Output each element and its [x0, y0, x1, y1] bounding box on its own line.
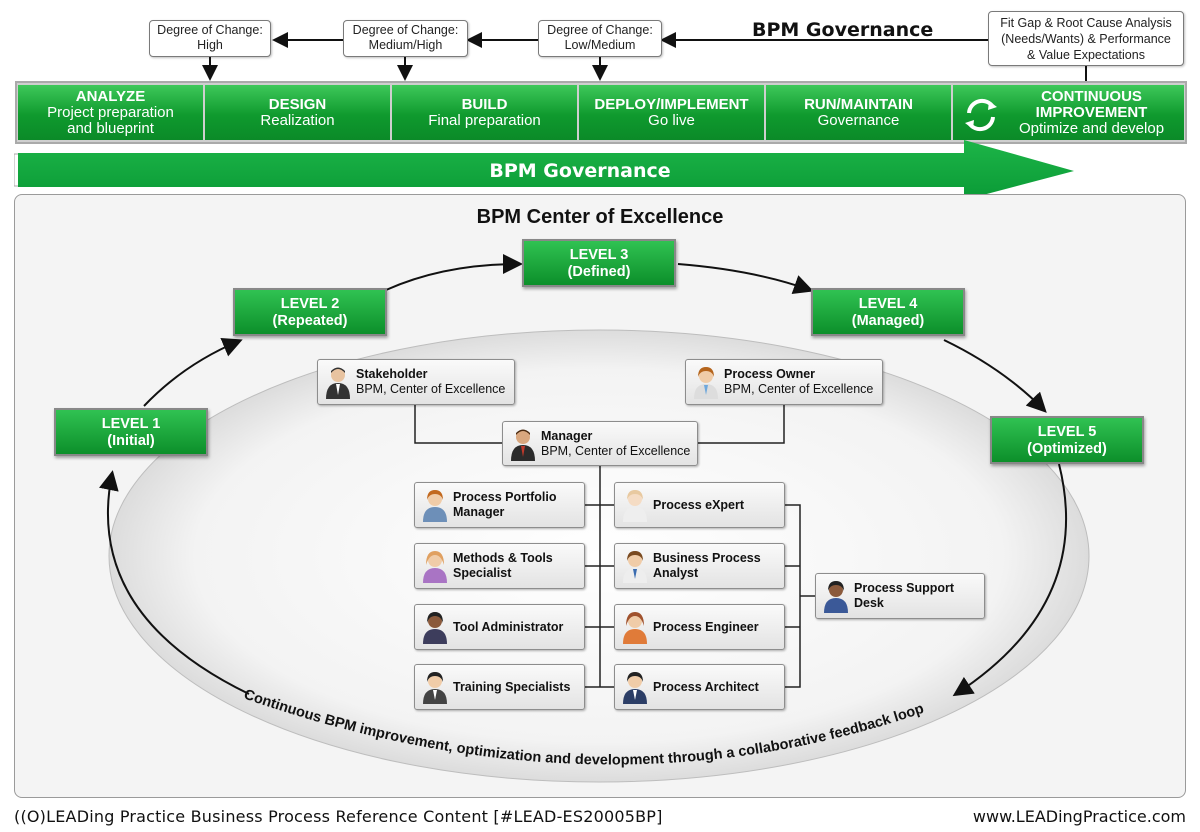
level-desc: (Initial) — [107, 433, 155, 449]
role-methods-tools-specialist: Methods & Tools Specialist — [414, 543, 585, 589]
role-process-architect: Process Architect — [614, 664, 785, 710]
cycle-icon — [965, 98, 997, 132]
fit-gap-line: (Needs/Wants) & Performance — [1001, 32, 1171, 46]
role-title: Tool Administrator — [453, 619, 564, 634]
role-title: Process Architect — [653, 679, 759, 694]
degree-change-medium-high: Degree of Change: Medium/High — [343, 20, 468, 57]
level-desc: (Optimized) — [1027, 441, 1107, 457]
maturity-ellipse — [99, 254, 1090, 783]
role-title: Stakeholder — [356, 367, 428, 381]
level-name: LEVEL 1 — [101, 416, 161, 432]
role-training-specialists: Training Specialists — [414, 664, 585, 710]
fit-gap-line: Fit Gap & Root Cause Analysis — [1000, 16, 1172, 30]
phase-run: RUN/MAINTAIN Governance — [766, 85, 951, 140]
phase-title: DEPLOY/IMPLEMENT — [594, 95, 749, 113]
phase-deploy: DEPLOY/IMPLEMENT Go live — [579, 85, 764, 140]
level-3: LEVEL 3 (Defined) — [522, 239, 676, 287]
role-title: Methods & Tools Specialist — [453, 551, 553, 580]
role-title: Training Specialists — [453, 679, 571, 694]
degree-label: Degree of Change: — [352, 23, 459, 37]
person-avatar-icon — [423, 490, 447, 522]
role-title: Process eXpert — [653, 497, 745, 512]
phase-build: BUILD Final preparation — [392, 85, 577, 140]
phase-title: ANALYZE — [75, 87, 146, 105]
coe-title: BPM Center of Excellence — [476, 206, 724, 228]
svg-text:Continuous BPM improvement, op: Continuous BPM improvement, optimization… — [242, 687, 926, 769]
degree-change-low-medium: Degree of Change: Low/Medium — [538, 20, 662, 57]
person-avatar-icon — [423, 551, 447, 583]
person-avatar-icon — [623, 612, 647, 644]
role-title: Process Support Desk — [854, 581, 955, 610]
level-1: LEVEL 1 (Initial) — [54, 408, 208, 456]
person-avatar-icon — [423, 672, 447, 704]
phase-title: RUN/MAINTAIN — [804, 95, 913, 113]
phase-analyze: ANALYZE Project preparation and blueprin… — [18, 85, 203, 140]
phase-title: DESIGN — [268, 95, 327, 113]
governance-arrow-label: BPM Governance — [489, 160, 671, 182]
level-desc: (Managed) — [851, 313, 925, 329]
footer-website: www.LEADingPractice.com — [972, 807, 1186, 826]
businesswoman-avatar-icon — [694, 367, 718, 399]
degree-value: High — [197, 38, 223, 52]
top-connectors — [202, 32, 1087, 82]
role-title: Process Engineer — [653, 619, 759, 634]
feedback-loop-text: Continuous BPM improvement, optimization… — [242, 687, 926, 769]
level-4: LEVEL 4 (Managed) — [811, 288, 965, 336]
person-avatar-icon — [824, 581, 848, 613]
phase-subtitle: Final preparation — [428, 111, 541, 129]
phase-subtitle: Governance — [817, 111, 900, 129]
level-desc: (Repeated) — [272, 313, 348, 329]
level-name: LEVEL 5 — [1037, 424, 1097, 440]
role-title: Manager — [541, 428, 593, 443]
phase-bar: ANALYZE Project preparation and blueprin… — [15, 81, 1187, 144]
level-name: LEVEL 4 — [858, 296, 918, 312]
phase-title: CONTINUOUS IMPROVEMENT — [1035, 87, 1148, 121]
person-avatar-icon — [623, 551, 647, 583]
phase-title: BUILD — [461, 95, 508, 113]
role-process-portfolio-manager: Process Portfolio Manager — [414, 482, 585, 528]
phase-subtitle: Optimize and develop — [1018, 119, 1165, 137]
role-business-process-analyst: Business Process Analyst — [614, 543, 785, 589]
degree-label: Degree of Change: — [157, 23, 263, 37]
role-process-engineer: Process Engineer — [614, 604, 785, 650]
role-subtitle: BPM, Center of Excellence — [541, 443, 691, 458]
person-avatar-icon — [623, 490, 647, 522]
footer-reference: ((O)LEADing Practice Business Process Re… — [14, 807, 663, 826]
role-tool-administrator: Tool Administrator — [414, 604, 585, 650]
degree-change-high: Degree of Change: High — [149, 20, 271, 57]
role-title: Business Process Analyst — [653, 551, 761, 580]
manager-avatar-icon — [511, 429, 535, 461]
degree-value: Medium/High — [368, 38, 443, 52]
role-process-expert: Process eXpert — [614, 482, 785, 528]
governance-arrow — [14, 140, 1074, 200]
phase-continuous: CONTINUOUS IMPROVEMENT Optimize and deve… — [953, 85, 1184, 140]
role-subtitle: BPM, Center of Excellence — [724, 382, 874, 396]
role-subtitle: BPM, Center of Excellence — [356, 382, 506, 396]
phase-subtitle: Go live — [648, 111, 695, 129]
level-2: LEVEL 2 (Repeated) — [233, 288, 387, 336]
role-title: Process Owner — [724, 367, 816, 381]
level-desc: (Defined) — [567, 264, 631, 280]
level-name: LEVEL 3 — [569, 247, 629, 263]
phase-design: DESIGN Realization — [205, 85, 390, 140]
role-process-support-desk: Process Support Desk — [815, 573, 985, 619]
phase-subtitle: Realization — [260, 111, 335, 129]
businessman-avatar-icon — [326, 367, 350, 399]
fit-gap-line: & Value Expectations — [1027, 48, 1145, 62]
fit-gap-box: Fit Gap & Root Cause Analysis (Needs/Wan… — [988, 11, 1184, 66]
person-avatar-icon — [423, 612, 447, 644]
level-name: LEVEL 2 — [280, 296, 340, 312]
phase-subtitle: Project preparation and blueprint — [47, 103, 174, 137]
person-avatar-icon — [623, 672, 647, 704]
bpm-governance-heading: BPM Governance — [752, 19, 934, 41]
degree-label: Degree of Change: — [547, 23, 653, 37]
role-title: Process Portfolio Manager — [453, 490, 557, 519]
level-5: LEVEL 5 (Optimized) — [990, 416, 1144, 464]
degree-value: Low/Medium — [564, 38, 636, 52]
